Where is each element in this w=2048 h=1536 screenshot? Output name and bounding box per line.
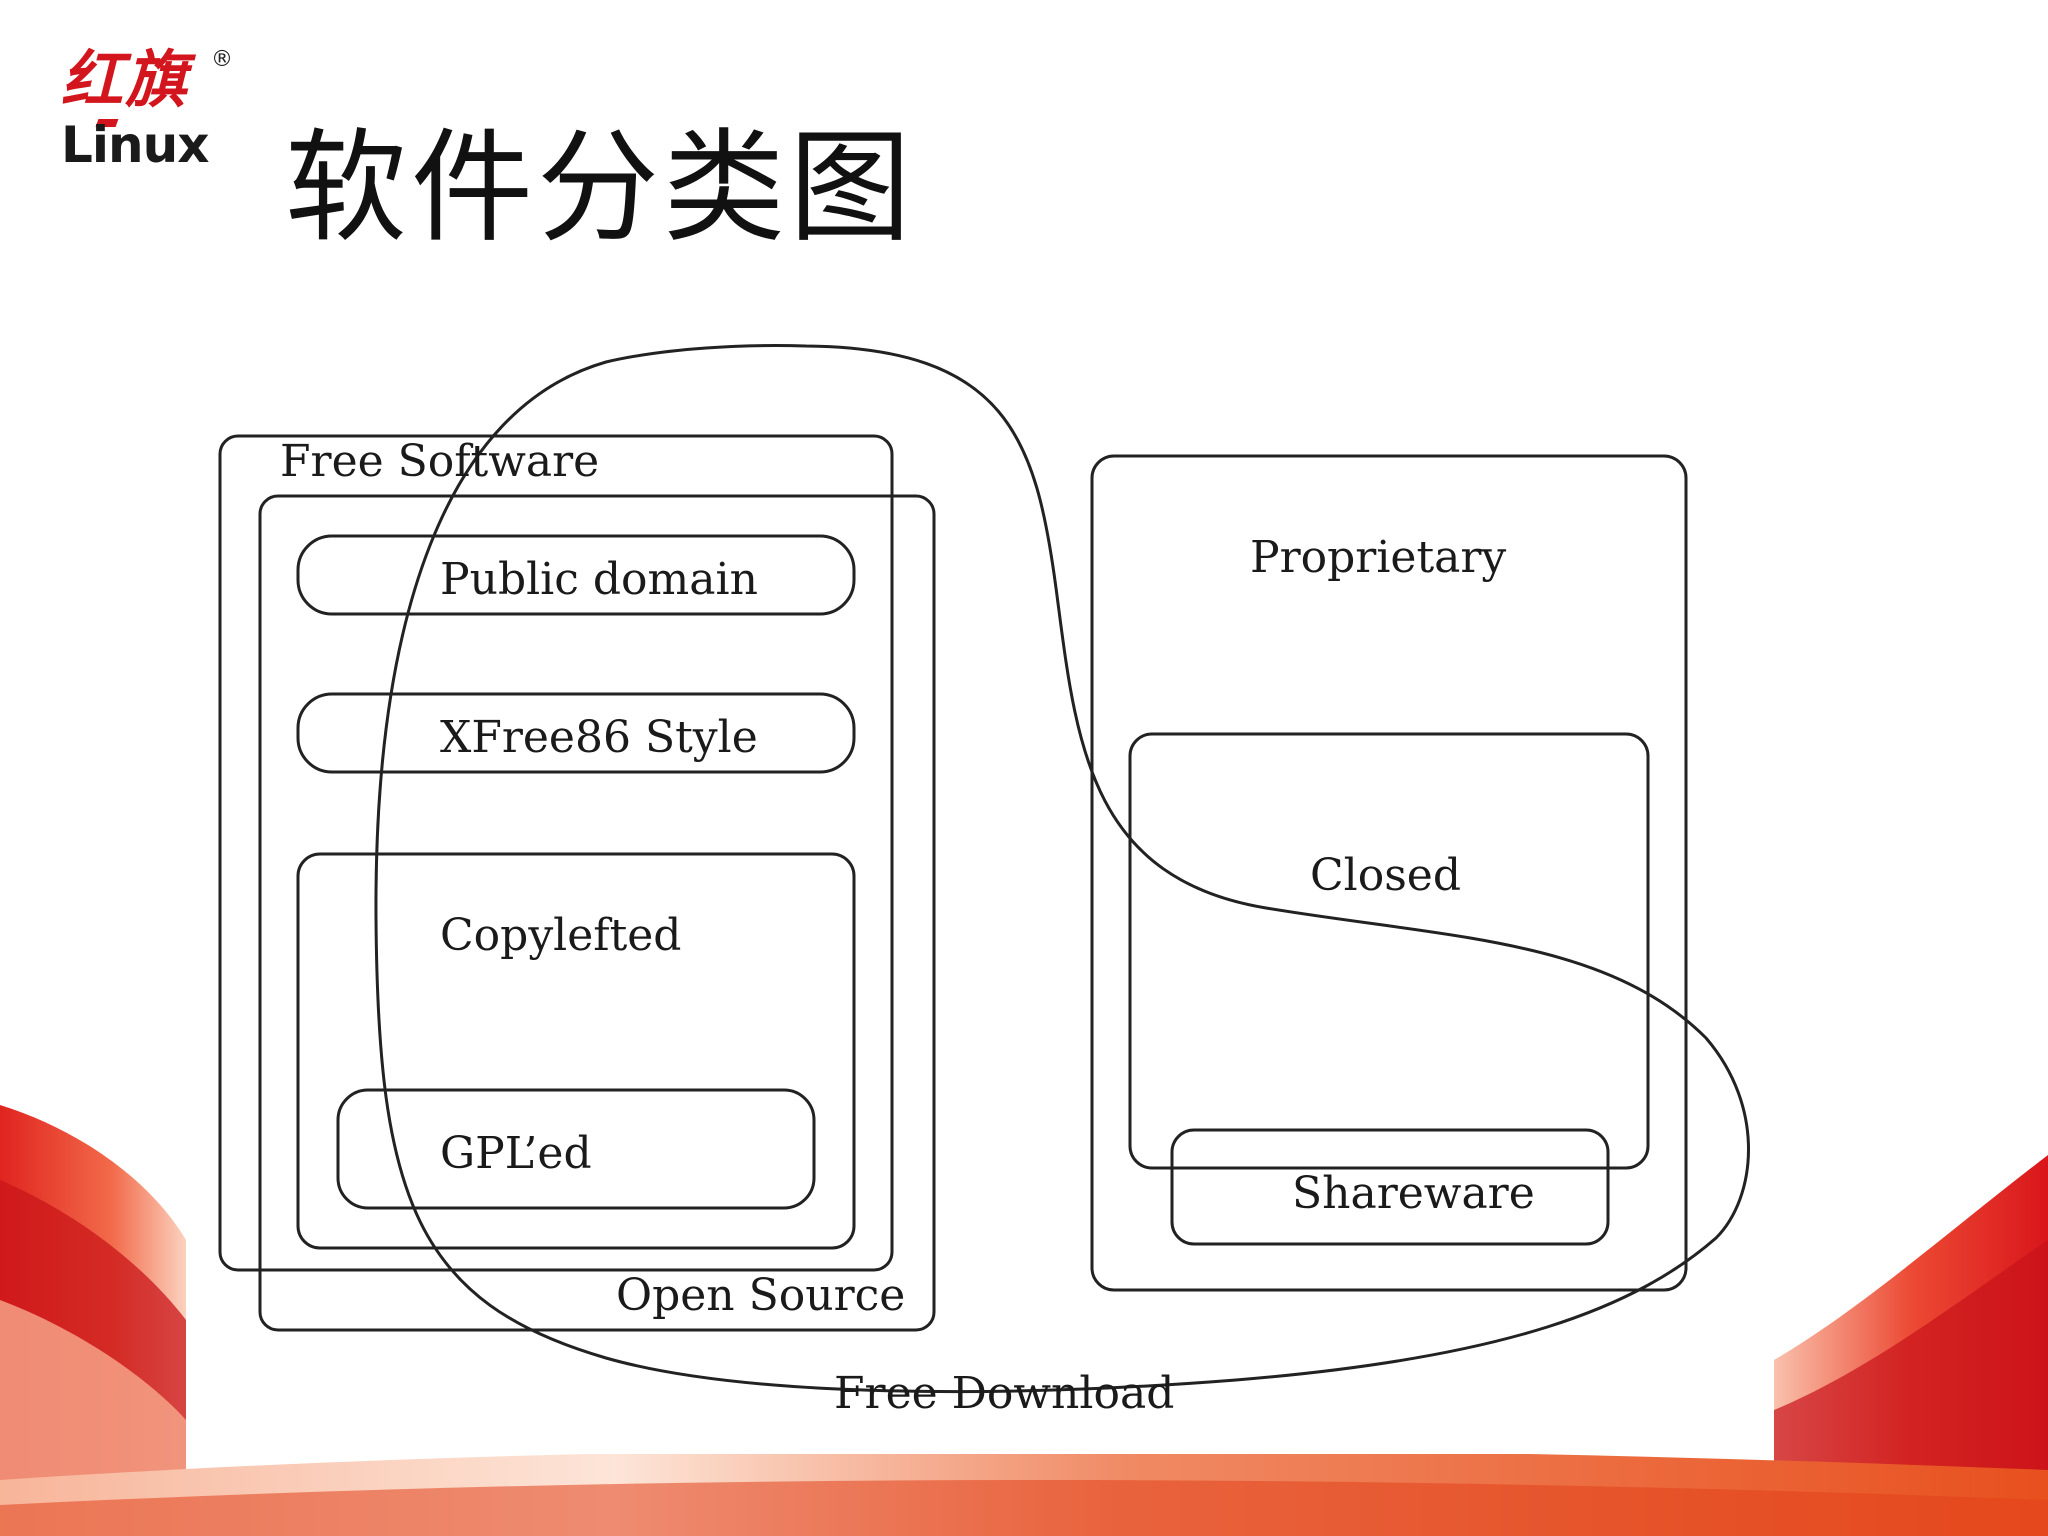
free-download-curve <box>374 344 1750 1394</box>
logo-registered-mark: ® <box>211 47 233 72</box>
diagram-panel <box>186 318 1774 1454</box>
shareware-label: Shareware <box>1292 1168 1535 1219</box>
free-download-label: Free Download <box>834 1368 1174 1419</box>
free-software-label: Free Software <box>280 436 599 487</box>
closed-box <box>1128 732 1650 1170</box>
xfree86-style-box <box>296 692 856 774</box>
gpled-label: GPL’ed <box>440 1128 592 1179</box>
red-flag-linux-logo: 红旗 ® Linux <box>55 45 245 175</box>
closed-label: Closed <box>1310 850 1461 901</box>
copylefted-box <box>296 852 856 1250</box>
shareware-box <box>1170 1128 1610 1246</box>
logo-linux-text: Linux <box>61 116 209 174</box>
gpled-box <box>336 1088 816 1210</box>
software-classification-diagram: Free Software Public domain XFree86 Styl… <box>218 344 1750 1419</box>
copylefted-label: Copylefted <box>440 910 681 961</box>
open-source-box <box>258 494 936 1332</box>
open-source-label: Open Source <box>616 1270 905 1321</box>
free-software-box <box>218 434 894 1272</box>
public-domain-label: Public domain <box>440 554 758 605</box>
page-title: 软件分类图 <box>285 117 915 259</box>
logo-chinese-text: 红旗 <box>61 43 190 116</box>
xfree86-style-label: XFree86 Style <box>440 712 758 763</box>
public-domain-box <box>296 534 856 616</box>
proprietary-label: Proprietary <box>1250 532 1506 583</box>
proprietary-box <box>1090 454 1688 1292</box>
